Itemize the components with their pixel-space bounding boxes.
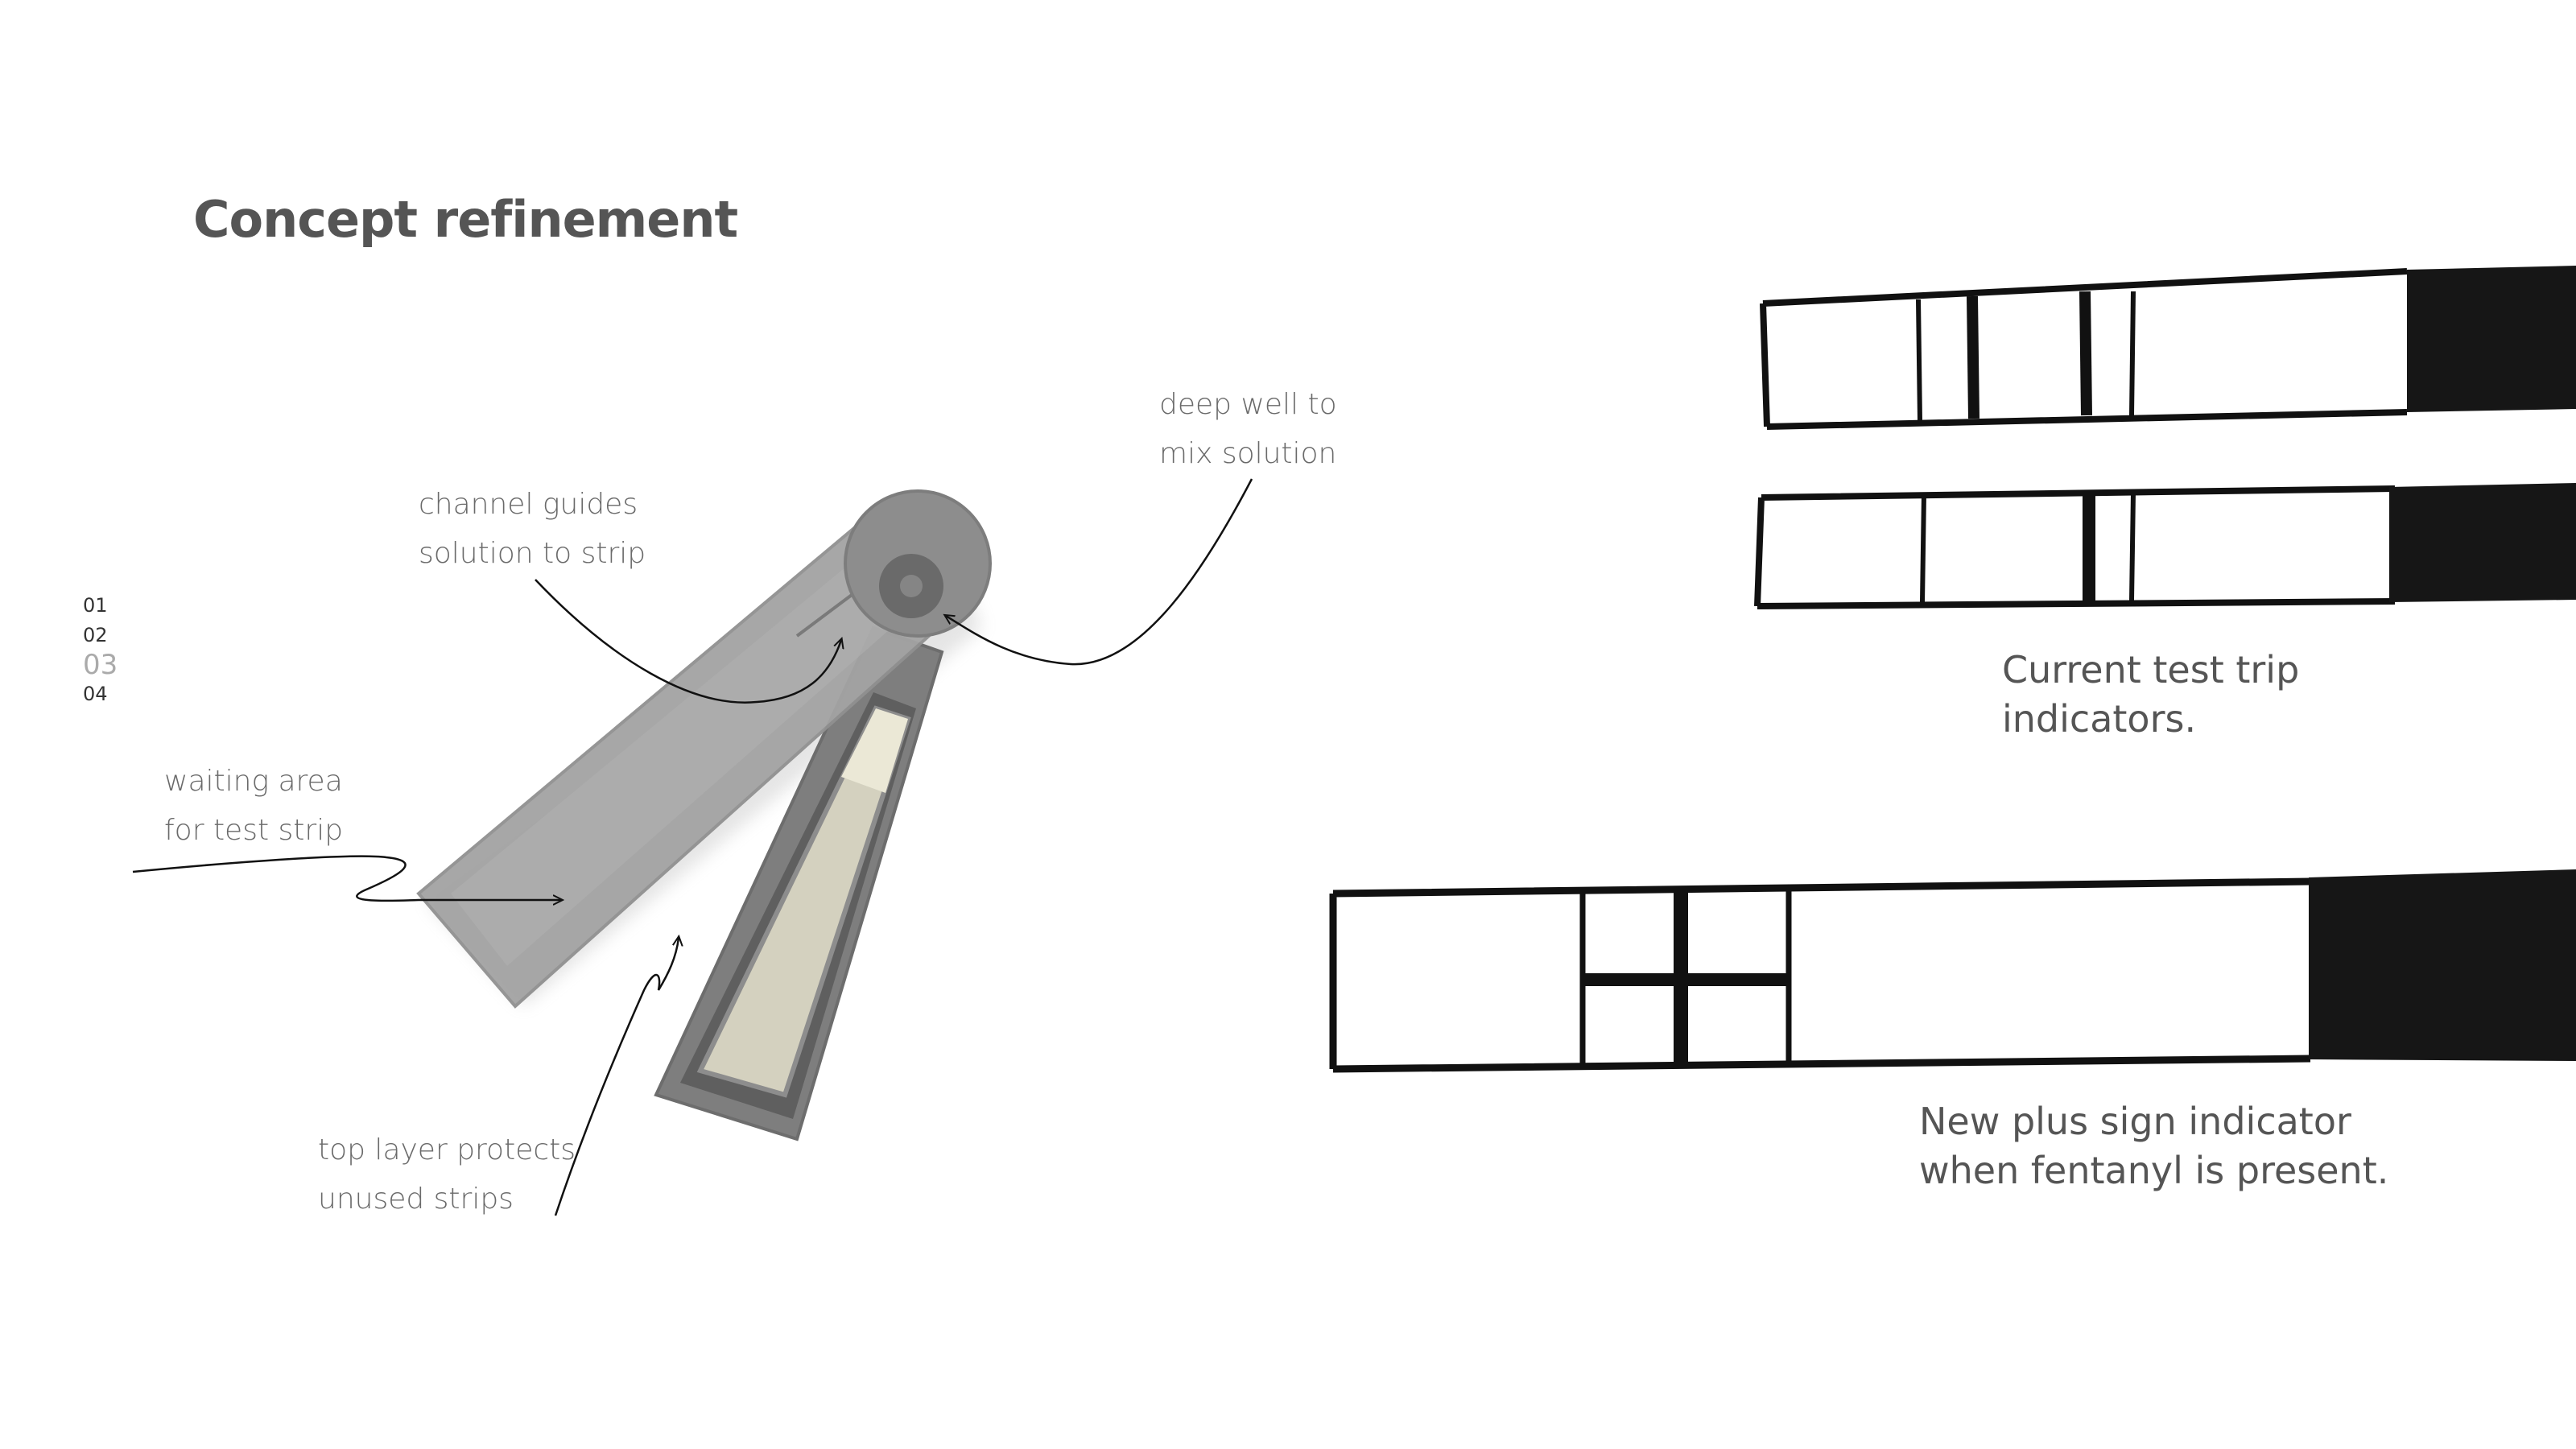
caption-current-indicators: Current test trip indicators. bbox=[2002, 646, 2299, 744]
annotation-deep-well: deep well to mix solution bbox=[1159, 380, 1337, 478]
annotation-line: deep well to bbox=[1159, 388, 1337, 421]
annotation-line: for test strip bbox=[164, 814, 344, 847]
annotation-line: unused strips bbox=[318, 1183, 514, 1216]
caption-line: when fentanyl is present. bbox=[1919, 1149, 2389, 1192]
annotation-line: solution to strip bbox=[419, 537, 646, 570]
annotation-line: channel guides bbox=[419, 488, 638, 521]
current-strip-sketch-1 bbox=[1760, 266, 2576, 430]
page-indicator-04[interactable]: 04 bbox=[83, 683, 108, 705]
strip-tray bbox=[654, 625, 944, 1141]
caption-line: Current test trip bbox=[2002, 648, 2300, 691]
new-strip-sketch bbox=[1329, 869, 2576, 1073]
annotation-top-layer: top layer protects unused strips bbox=[318, 1125, 576, 1224]
waiting-area-arrow bbox=[132, 855, 561, 901]
annotation-line: mix solution bbox=[1159, 437, 1337, 470]
channel-arrow bbox=[535, 579, 841, 704]
page-indicator-03-active[interactable]: 03 bbox=[83, 649, 118, 681]
caption-line: New plus sign indicator bbox=[1919, 1100, 2351, 1143]
page-indicator-02[interactable]: 02 bbox=[83, 624, 108, 646]
annotation-line: top layer protects bbox=[318, 1133, 576, 1166]
page-title: Concept refinement bbox=[193, 190, 738, 249]
device-head bbox=[844, 489, 992, 638]
page-indicator-01[interactable]: 01 bbox=[83, 594, 108, 617]
current-strip-sketch-2 bbox=[1754, 483, 2576, 609]
annotation-waiting-area: waiting area for test strip bbox=[164, 757, 343, 855]
channel-groove bbox=[795, 586, 863, 638]
top-layer-arm bbox=[416, 512, 940, 1009]
top-layer-arrow bbox=[554, 938, 679, 1216]
deep-well-arrow bbox=[946, 478, 1253, 666]
caption-new-indicator: New plus sign indicator when fentanyl is… bbox=[1919, 1097, 2388, 1195]
caption-line: indicators. bbox=[2002, 697, 2197, 741]
annotation-line: waiting area bbox=[164, 765, 343, 798]
annotation-channel: channel guides solution to strip bbox=[419, 480, 646, 578]
